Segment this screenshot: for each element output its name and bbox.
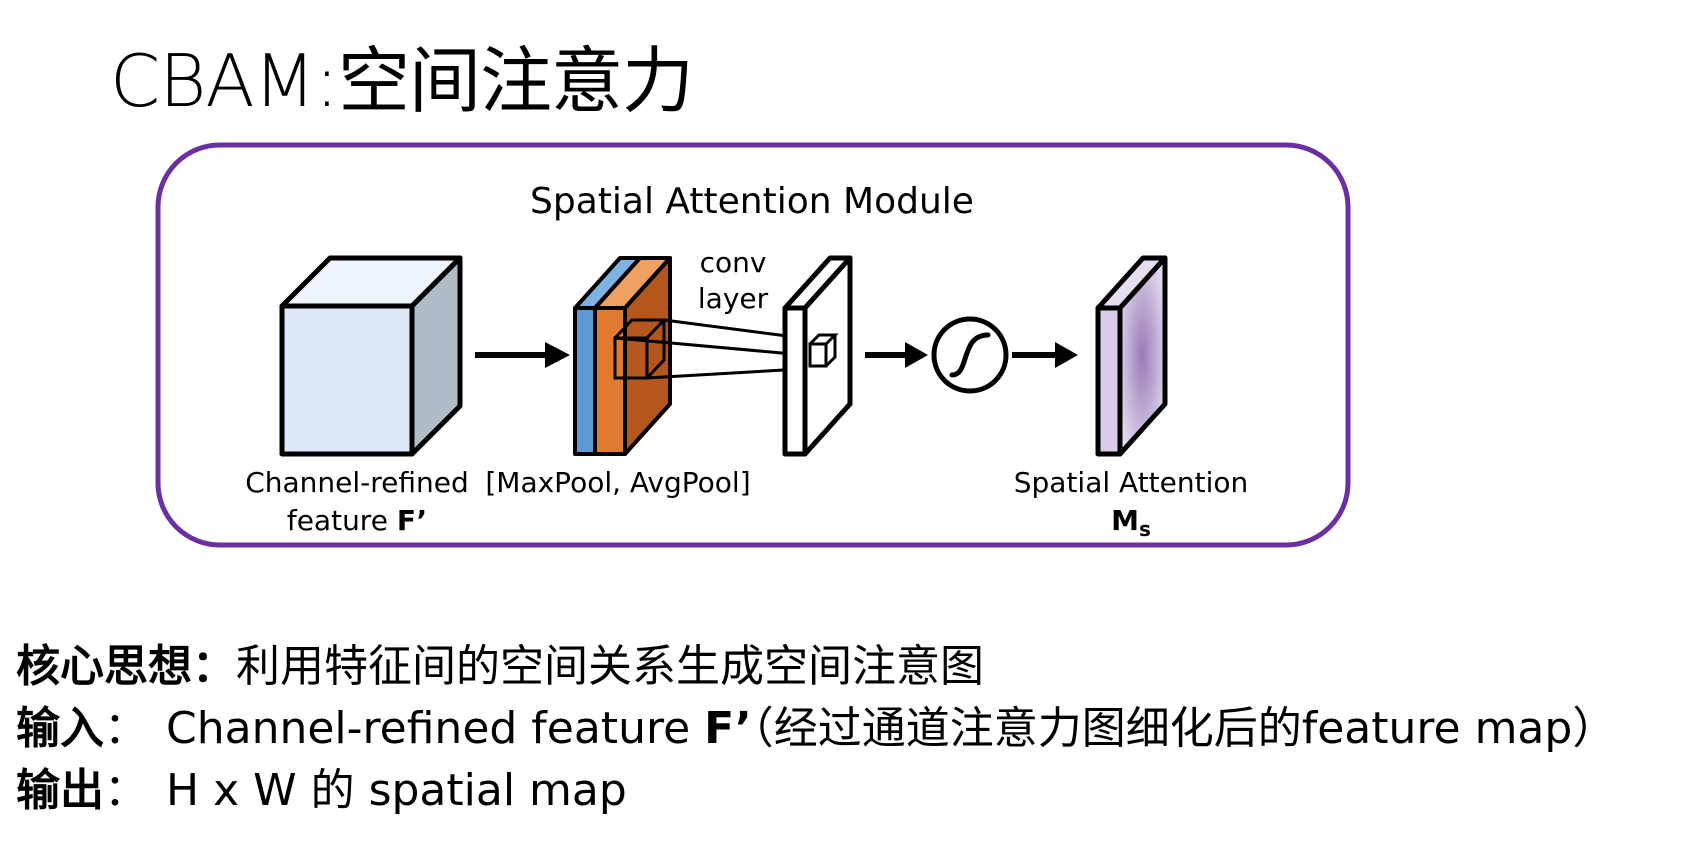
input-label-line1: Channel-refined: [245, 466, 469, 499]
output-sep: ：: [104, 765, 148, 816]
spatial-attention-map: [1095, 255, 1168, 457]
input-key: 输入: [16, 703, 104, 754]
input-label-line2: feature F’: [287, 504, 427, 537]
arrow-conv-to-sigmoid-head: [905, 342, 928, 368]
conv-label-line2: layer: [698, 282, 769, 315]
output-key: 输出: [16, 765, 104, 816]
core-idea-text: 利用特征间的空间关系生成空间注意图: [236, 641, 984, 692]
arrow-input-to-pool-head: [545, 342, 570, 368]
input-line: 输入： Channel-refined feature F’（经过通道注意力图细化…: [16, 692, 1616, 756]
pool-label: [MaxPool, AvgPool]: [485, 466, 750, 499]
input-sep: ：: [104, 703, 148, 754]
slide-title: CBAM:空间注意力: [110, 39, 694, 123]
arrow-sigmoid-to-output-head: [1055, 342, 1078, 368]
conv-label-line1: conv: [700, 246, 767, 279]
input-text-before: Channel-refined feature: [166, 703, 705, 754]
input-feature-cube: [279, 255, 463, 457]
avgpool-map: [593, 256, 672, 456]
output-label-line1: Spatial Attention: [1014, 466, 1249, 499]
spatial-attention-diagram: Spatial Attention Module conv layer: [155, 142, 1351, 548]
core-idea-line: 核心思想：利用特征间的空间关系生成空间注意图: [16, 630, 984, 694]
output-text: H x W 的 spatial map: [166, 765, 627, 816]
output-line: 输出： H x W 的 spatial map: [16, 754, 627, 818]
sigmoid-icon: [931, 316, 1009, 394]
conv-output-cell: [808, 333, 839, 368]
module-frame: [155, 142, 1351, 548]
input-text-after: （经过通道注意力图细化后的feature map）: [751, 703, 1617, 754]
input-symbol: F’: [704, 703, 752, 754]
core-idea-key: 核心思想：: [16, 641, 236, 692]
output-symbol: Ms: [1111, 504, 1151, 541]
module-title: Spatial Attention Module: [530, 181, 974, 222]
